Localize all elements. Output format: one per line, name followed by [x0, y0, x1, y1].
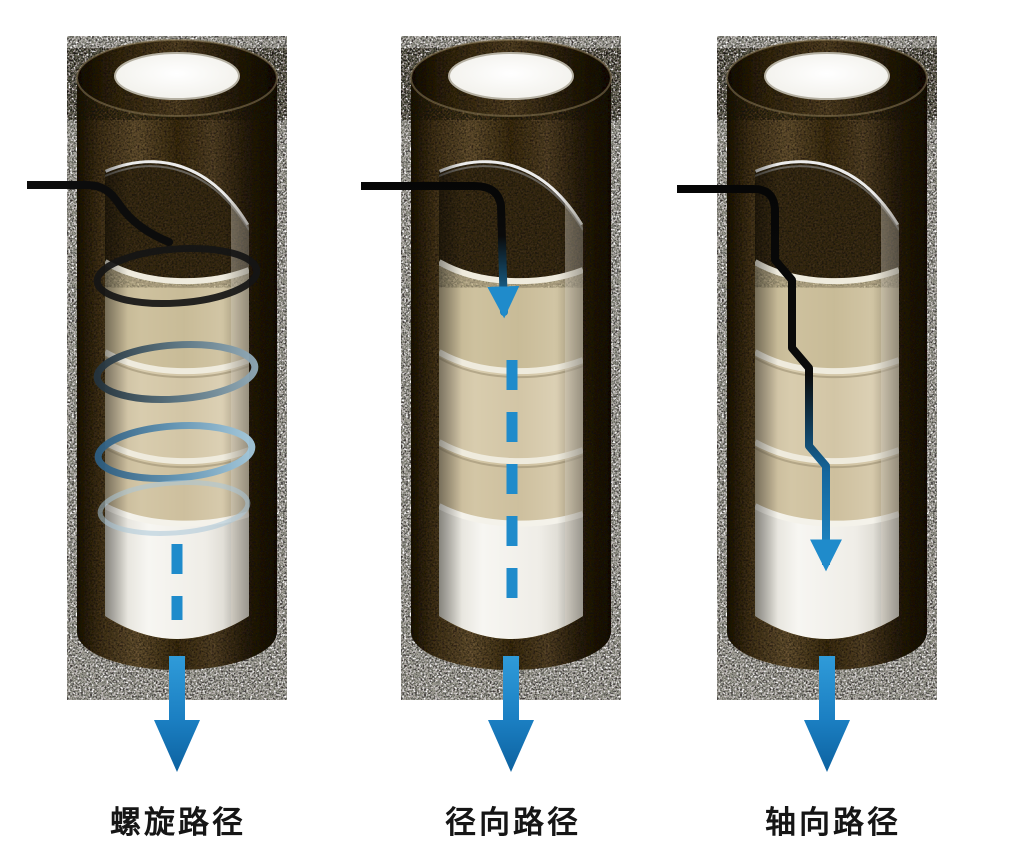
path-label-axial: 轴向路径: [765, 805, 901, 840]
cylinder-bore-opening: [449, 53, 573, 99]
flow-path-spiral: [27, 181, 261, 620]
path-label-spiral: 螺旋路径: [110, 805, 246, 840]
cylinder-illustration-spiral: [27, 39, 278, 772]
panel-axial-path: [677, 20, 977, 780]
spiral-wrap-4: [97, 480, 251, 536]
inlet-line: [27, 181, 173, 246]
cylinder-illustration-radial: [361, 39, 612, 772]
panel-spiral-path: [27, 20, 327, 780]
spiral-wrap-3: [94, 422, 256, 482]
cutaway-window: [439, 160, 583, 639]
inlet-line: [677, 185, 842, 572]
flow-path-axial: [677, 185, 842, 572]
inlet-line: [361, 182, 520, 319]
down-arrow-icon: [804, 656, 850, 772]
panel-radial-path: [361, 20, 661, 780]
cylinder-bore-opening: [115, 53, 239, 99]
flow-path-radial: [361, 182, 520, 618]
spiral-wrap-2: [93, 341, 259, 403]
path-label-radial: 径向路径: [445, 805, 581, 840]
spiral-wrap-1: [93, 244, 261, 308]
down-arrow-icon: [488, 656, 534, 772]
cylinder-bore-opening: [765, 53, 889, 99]
cylinder-illustration-axial: [677, 39, 928, 772]
down-arrow-icon: [154, 656, 200, 772]
